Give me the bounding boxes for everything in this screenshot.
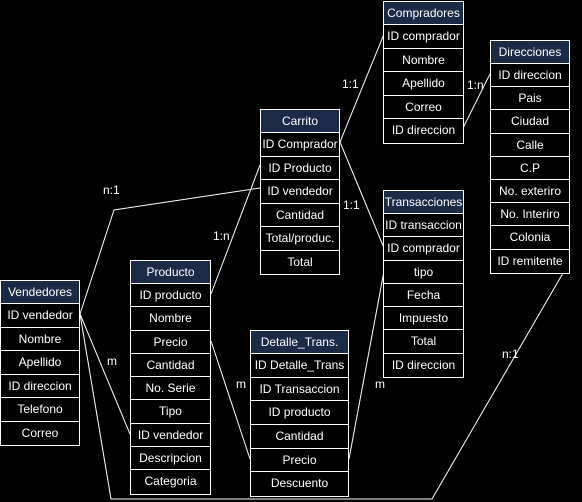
field: ID direccion xyxy=(1,375,79,398)
edge-carrito-transacciones xyxy=(339,141,385,249)
entity-title: Carrito xyxy=(261,110,339,133)
field: ID direccion xyxy=(391,123,456,137)
edge-producto-detalle xyxy=(210,340,251,460)
field: Precio xyxy=(251,449,348,473)
field: ID comprador xyxy=(384,237,463,261)
entity-title: Transacciones xyxy=(384,191,463,214)
label-vendedores-direcciones: n:1 xyxy=(502,347,519,361)
field: Total xyxy=(384,330,463,354)
field: No. Serie xyxy=(131,377,210,401)
label-producto-detalle: m xyxy=(236,377,246,391)
entity-title: Direcciones xyxy=(491,41,569,64)
field: Ciudad xyxy=(491,110,569,134)
edge-vendedores-producto xyxy=(79,313,131,435)
edge-vendedores-direcciones xyxy=(79,260,571,500)
field: Pais xyxy=(491,87,569,111)
entity-direcciones[interactable]: Direcciones ID direccion Pais Ciudad Cal… xyxy=(490,40,570,274)
field: Nombre xyxy=(384,49,463,72)
field: ID Detalle_Trans xyxy=(251,354,348,378)
entity-title: Compradores xyxy=(384,2,463,25)
entity-carrito[interactable]: Carrito ID Comprador ID Producto ID vend… xyxy=(260,109,340,275)
label-producto-carrito: 1:n xyxy=(213,229,230,243)
field: Correo xyxy=(384,96,463,119)
edge-detalle-transacciones xyxy=(348,270,385,460)
field: Total/produc. xyxy=(261,227,339,251)
field: No. exteriro xyxy=(491,180,569,204)
field: Cantidad xyxy=(261,204,339,227)
field: Calle xyxy=(491,134,569,157)
entity-detalle-trans[interactable]: Detalle_Trans. ID Detalle_Trans ID Trans… xyxy=(250,330,349,498)
field: Apellido xyxy=(1,351,79,375)
field: Cantidad xyxy=(131,354,210,378)
field: Apellido xyxy=(384,72,463,96)
edge-producto-carrito xyxy=(210,164,261,295)
label-vendedores-producto: m xyxy=(107,354,117,368)
label-carrito-compradores: 1:1 xyxy=(342,77,359,91)
label-carrito-transacciones: 1:1 xyxy=(343,198,360,212)
field: Descripcion xyxy=(131,447,210,471)
field: Correo xyxy=(21,425,59,440)
entity-title: Producto xyxy=(131,261,210,284)
field: C.P xyxy=(491,157,569,180)
field: ID direccion xyxy=(491,64,569,88)
field: Impuesto xyxy=(384,307,463,331)
field: Categoria xyxy=(144,474,197,489)
field: Total xyxy=(287,254,313,269)
field: tipo xyxy=(384,261,463,284)
edge-vendedores-carrito xyxy=(79,187,261,315)
field: ID vendedor xyxy=(1,304,79,328)
field: Cantidad xyxy=(251,425,348,449)
entity-title: Vendedores xyxy=(1,281,79,304)
field: ID vendedor xyxy=(261,180,339,204)
entity-title: Detalle_Trans. xyxy=(251,331,348,354)
field: ID Transaccion xyxy=(251,378,348,402)
field: Colonia xyxy=(491,226,569,250)
field: ID comprador xyxy=(384,25,463,49)
edge-compradores-direcciones xyxy=(462,73,491,129)
entity-transacciones[interactable]: Transacciones ID transaccion ID comprado… xyxy=(383,190,464,379)
field: ID transaccion xyxy=(384,214,463,238)
label-detalle-transacciones: m xyxy=(375,377,385,391)
label-vendedores-carrito: n:1 xyxy=(103,183,120,197)
label-compradores-direcciones: 1:n xyxy=(467,78,484,92)
field: Tipo xyxy=(131,400,210,424)
edge-carrito-compradores xyxy=(339,33,385,143)
entity-vendedores[interactable]: Vendedores ID vendedor Nombre Apellido I… xyxy=(0,280,80,446)
field: ID Producto xyxy=(261,157,339,180)
field: ID producto xyxy=(131,284,210,308)
field: Fecha xyxy=(384,284,463,308)
field: ID Comprador xyxy=(261,133,339,157)
field: ID remitente xyxy=(497,253,563,268)
field: No. Interiro xyxy=(491,203,569,227)
field: Nombre xyxy=(1,328,79,351)
field: Descuento xyxy=(270,476,329,491)
field: Precio xyxy=(131,331,210,354)
field: ID direccion xyxy=(391,357,456,372)
field: Nombre xyxy=(131,307,210,331)
entity-compradores[interactable]: Compradores ID comprador Nombre Apellido… xyxy=(383,1,464,144)
field: ID vendedor xyxy=(131,424,210,448)
entity-producto[interactable]: Producto ID producto Nombre Precio Canti… xyxy=(130,260,211,495)
field: Telefono xyxy=(1,398,79,422)
field: ID producto xyxy=(251,401,348,426)
